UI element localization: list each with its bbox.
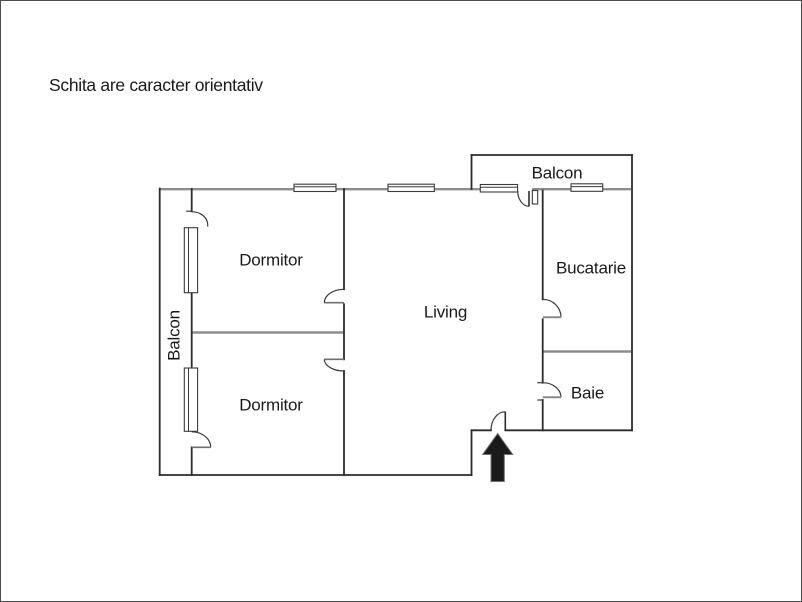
window-dormitor-bottom-left-wall — [183, 367, 199, 432]
label-living: Living — [424, 303, 467, 322]
window-dormitor-top-left-wall — [183, 227, 199, 294]
door-dormitor-bottom-living-arc — [323, 359, 345, 372]
gray-walls — [159, 187, 631, 353]
door-dormitor-top-balcony-arc — [191, 211, 209, 225]
label-baie: Baie — [571, 384, 604, 403]
label-bucatarie: Bucatarie — [556, 259, 626, 278]
label-dormitor-top: Dormitor — [239, 251, 303, 270]
windows — [183, 183, 604, 432]
window-living-balcony — [479, 183, 519, 193]
label-dormitor-bottom: Dormitor — [239, 396, 303, 415]
dark-walls — [158, 154, 633, 476]
label-balcon-left: Balcon — [165, 310, 184, 361]
entrance-arrow-icon — [481, 432, 514, 482]
door-dormitor-top-living-arc — [323, 288, 345, 303]
wall-stub-balcony-door — [531, 189, 539, 205]
door-entrance-arc — [490, 411, 506, 431]
window-bucatarie-balcony — [570, 183, 604, 192]
window-living-top-wall — [387, 183, 435, 193]
window-dormitor-top-wall — [293, 183, 337, 193]
door-baie-arc — [542, 382, 562, 398]
door-bucatarie-arc — [542, 298, 562, 318]
door-living-balcony-arc — [517, 190, 530, 207]
sketch-disclaimer-title: Schita are caracter orientativ — [49, 75, 263, 95]
label-balcon-top: Balcon — [532, 164, 583, 183]
doors — [186, 190, 562, 449]
room-labels: Dormitor Dormitor Living Bucatarie Baie … — [165, 164, 627, 415]
door-dormitor-bottom-balcony-arc — [191, 431, 212, 448]
